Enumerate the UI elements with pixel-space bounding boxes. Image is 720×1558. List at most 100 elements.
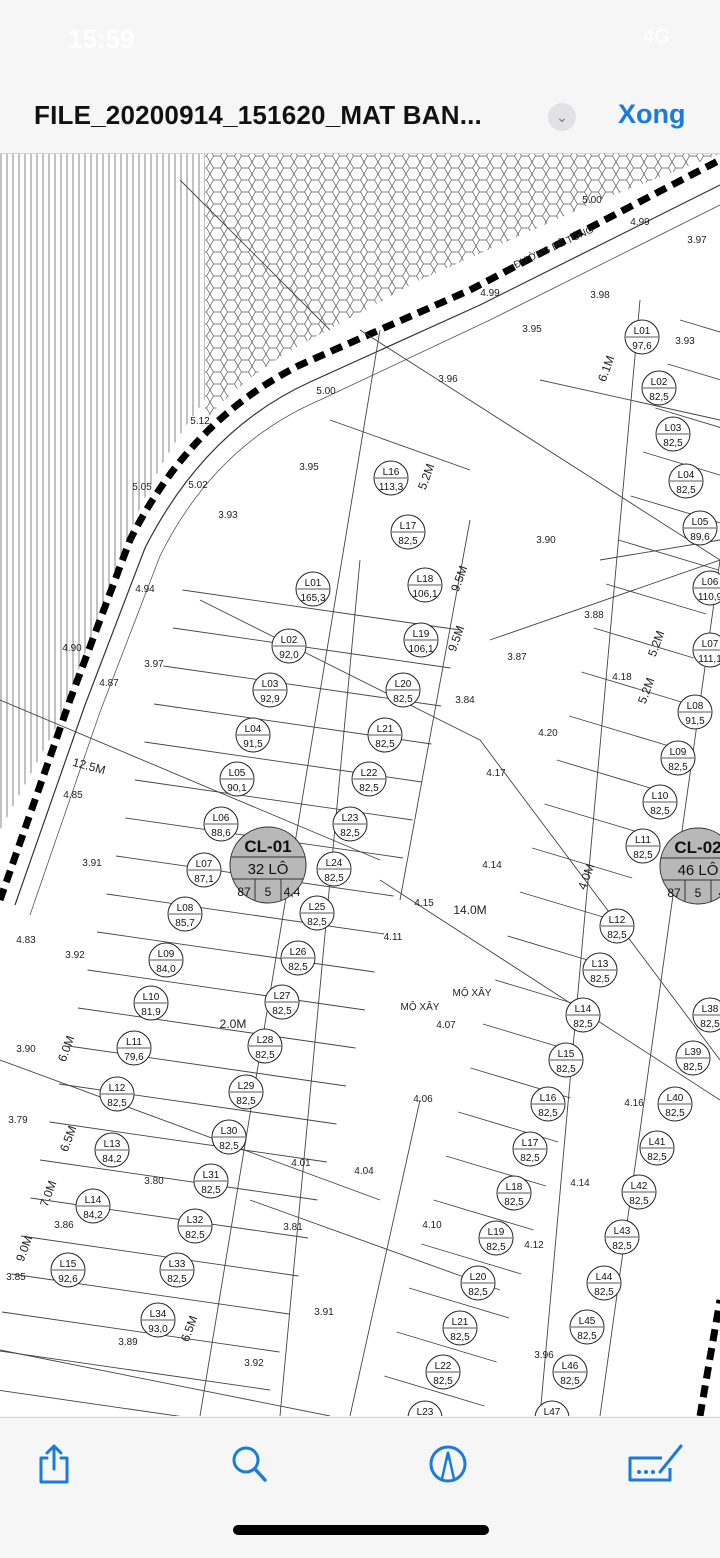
lot-id: L03 [665, 423, 682, 434]
lot-id: L08 [687, 701, 704, 712]
lot-id: L11 [635, 835, 651, 846]
home-indicator[interactable] [233, 1525, 489, 1535]
lot-area: 85,7 [175, 918, 195, 929]
elevation-label: 3.91 [82, 858, 102, 869]
lot-area: 93,0 [148, 1324, 168, 1335]
chevron-down-icon[interactable]: ⌄ [548, 103, 576, 131]
elevation-label: 3.92 [244, 1358, 264, 1369]
lot-id: L16 [383, 467, 400, 478]
elevation-label: 4.94 [135, 584, 155, 595]
lot-id: L07 [196, 859, 213, 870]
lot-id: L40 [667, 1093, 684, 1104]
share-icon[interactable] [32, 1442, 76, 1486]
parcel-line [379, 879, 720, 1101]
markup-icon[interactable] [426, 1442, 470, 1486]
lot-area: 82,5 [468, 1287, 488, 1298]
parcel-line [479, 739, 720, 1061]
block-stat: 5 [695, 886, 702, 900]
parcel-line [249, 1199, 501, 1291]
lot-cl01: L07 87,1 [186, 852, 222, 888]
lot-id: L13 [104, 1139, 121, 1150]
block-stat: 87 [667, 886, 681, 900]
lot-id: L32 [187, 1215, 204, 1226]
lot-area: 91,5 [243, 739, 263, 750]
lot-id: L05 [229, 768, 246, 779]
lot-id: L15 [60, 1259, 77, 1270]
lot-id: L44 [596, 1272, 613, 1283]
lot-area: 82,5 [556, 1064, 576, 1075]
parcel-line [489, 559, 720, 641]
elevation-label: 3.87 [507, 652, 527, 663]
elevation-label: 3.95 [299, 462, 319, 473]
lot-boundary [679, 319, 720, 333]
lot-boundary [408, 1287, 510, 1319]
signature-icon[interactable] [626, 1442, 686, 1486]
elevation-label: 3.97 [144, 659, 164, 670]
dimension-label: 6.5M [178, 1314, 200, 1344]
lot-boundary [30, 1197, 309, 1239]
elevation-label: 4.16 [624, 1098, 644, 1109]
lot-area: 82,5 [663, 438, 683, 449]
lot-id: L14 [575, 1004, 592, 1015]
lot-boundary [396, 1331, 497, 1363]
lot-id: L12 [109, 1083, 126, 1094]
lot-area: 82,5 [236, 1096, 256, 1107]
lot-id: L12 [609, 915, 626, 926]
lot-boundary [433, 1199, 534, 1231]
lot-id: L20 [395, 679, 412, 690]
file-title[interactable]: FILE_20200914_151620_MAT BAN... [34, 100, 482, 130]
lot-area: 82,5 [612, 1241, 632, 1252]
lot-area: 82,5 [219, 1141, 239, 1152]
lot-id: L18 [417, 574, 434, 585]
lot-area: 111,1 [698, 654, 720, 665]
parcel-line [359, 329, 720, 561]
elevation-label: 4.14 [570, 1178, 590, 1189]
lot-area: 110,9 [698, 592, 720, 603]
elevation-label: 3.80 [144, 1176, 164, 1187]
lot-id: L23 [417, 1407, 434, 1416]
elevation-label: 5.00 [582, 195, 602, 206]
dimension-label: 2.0M [220, 1017, 247, 1031]
lot-boundary [544, 803, 645, 835]
lot-area: 82,5 [433, 1376, 453, 1387]
lot-boundary [605, 583, 707, 615]
lot-id: L21 [452, 1317, 469, 1328]
elevation-label: 5.00 [316, 386, 336, 397]
search-icon[interactable] [228, 1442, 272, 1486]
lot-boundary [39, 1159, 318, 1201]
parcel-line [199, 599, 481, 741]
elevation-label: 4.12 [524, 1240, 544, 1251]
lot-id: L24 [326, 858, 343, 869]
elevation-label: 3.86 [54, 1220, 74, 1231]
lot-area: 87,1 [194, 874, 214, 885]
lot-area: 82,5 [359, 783, 379, 794]
status-signal: 4G [643, 26, 670, 48]
elevation-label: 5.02 [188, 480, 208, 491]
lot-boundary [445, 1155, 547, 1187]
elevation-label: 4.01 [291, 1158, 311, 1169]
elevation-label: 4.99 [480, 288, 500, 299]
elevation-label: 3.98 [590, 290, 610, 301]
lot-boundary [655, 407, 720, 428]
lot-area: 82,5 [577, 1331, 597, 1342]
done-button[interactable]: Xong [618, 99, 686, 129]
lot-boundary [172, 627, 451, 669]
parcel-line [0, 1059, 381, 1201]
lot-id: L42 [631, 1181, 648, 1192]
lot-id: L33 [169, 1259, 186, 1270]
